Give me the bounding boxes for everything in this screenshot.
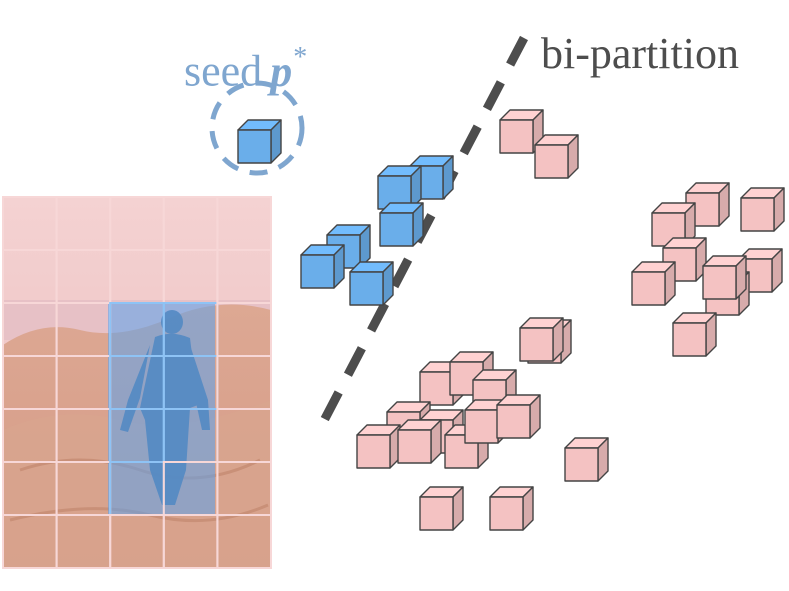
bipartition-label: bi-partition: [541, 29, 739, 78]
background-cube-icon: [534, 134, 579, 179]
background-cube-icon: [397, 419, 442, 464]
background-cube-icon: [489, 486, 534, 531]
background-cube-icon: [419, 486, 464, 531]
background-cube-icon: [519, 317, 564, 362]
background-cube-icon: [496, 394, 541, 439]
foreground-cube-icon: [377, 165, 422, 210]
seed-ring-icon: [209, 80, 305, 176]
seed-cube-icon: [237, 119, 282, 164]
foreground-cube-icon: [300, 244, 345, 289]
seed-label-var: p: [270, 46, 293, 96]
foreground-cube-icon: [349, 261, 394, 306]
background-cube-icon: [631, 261, 676, 306]
background-cube-icon: [356, 424, 401, 469]
patch-background: [216, 514, 272, 569]
background-cube-icon: [564, 437, 609, 482]
background-cube-icon: [702, 255, 747, 300]
patch-grid: [2, 196, 272, 569]
background-cube-icon: [499, 109, 544, 154]
cube-cloud: [237, 109, 785, 531]
background-cube-icon: [685, 182, 730, 227]
foreground-cube-icon: [379, 202, 424, 247]
seed-label-sup: *: [293, 42, 308, 73]
background-cube-icon: [740, 187, 785, 232]
background-cube-icon: [672, 312, 717, 357]
seed-label-word: seed: [184, 46, 263, 96]
photo: [3, 197, 271, 568]
